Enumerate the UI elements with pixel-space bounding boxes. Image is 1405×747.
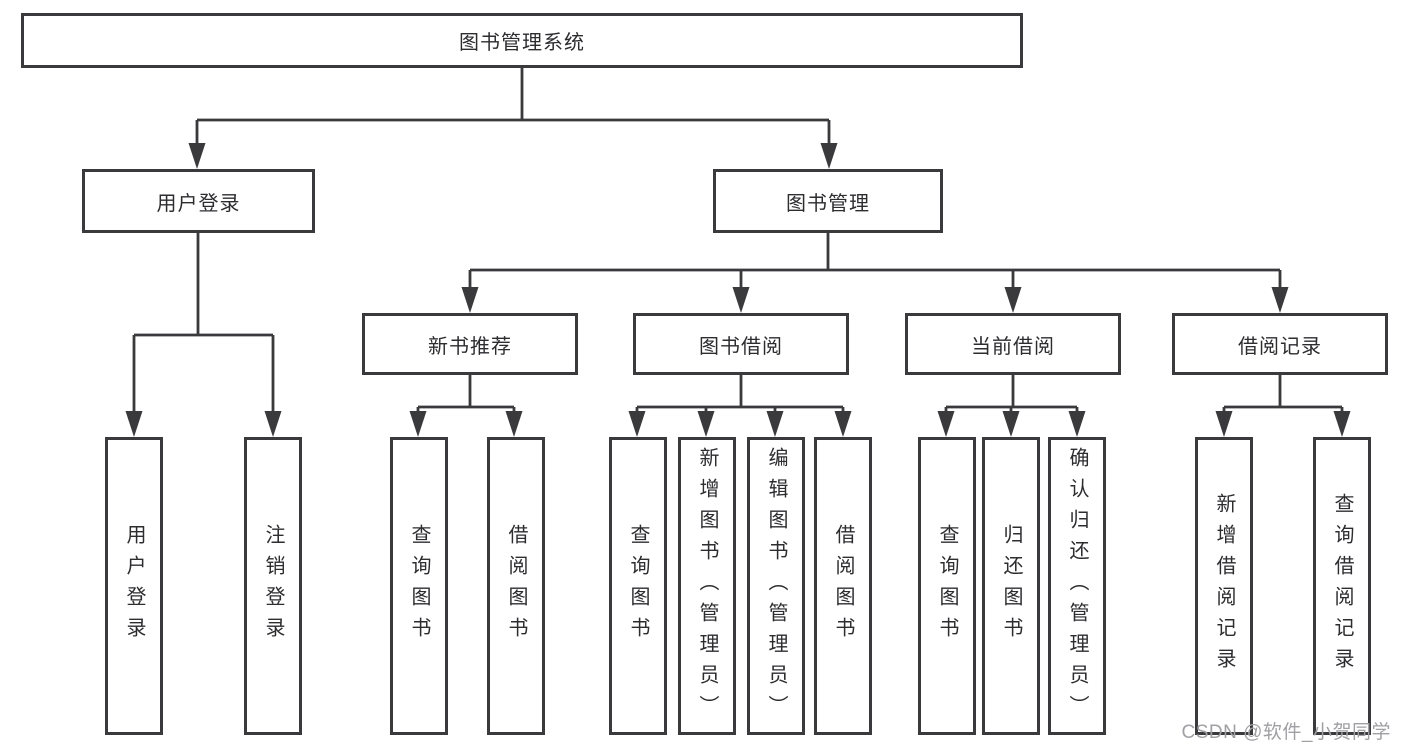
arrowhead bbox=[264, 411, 282, 437]
arrowhead bbox=[409, 411, 427, 437]
node-library-system: 图书管理系统 bbox=[21, 13, 1023, 68]
node-label: 用户登录 bbox=[156, 192, 241, 215]
connector-new-book-rec-children bbox=[409, 375, 523, 437]
node-label: 新增图书（管理员） bbox=[696, 446, 718, 726]
arrowhead bbox=[1068, 411, 1086, 437]
leaf-edit-books-admin: 编辑图书（管理员） bbox=[747, 437, 805, 735]
node-label: 借阅图书 bbox=[505, 524, 527, 648]
node-label: 查询图书 bbox=[627, 524, 649, 648]
leaf-query-books-current: 查询图书 bbox=[918, 437, 976, 735]
arrowhead bbox=[505, 411, 523, 437]
node-label: 借阅图书 bbox=[832, 524, 854, 648]
leaf-query-books-borrow: 查询图书 bbox=[609, 437, 667, 735]
arrowhead bbox=[834, 411, 852, 437]
node-label: 新书推荐 bbox=[428, 335, 512, 358]
node-label: 图书管理 bbox=[786, 192, 870, 215]
leaf-return-books: 归还图书 bbox=[982, 437, 1040, 735]
connector-current-borrow-children bbox=[937, 375, 1086, 437]
node-label: 查询借阅记录 bbox=[1331, 493, 1353, 679]
node-label: 新增借阅记录 bbox=[1213, 493, 1235, 679]
arrowhead bbox=[1271, 287, 1289, 313]
arrowhead bbox=[820, 143, 838, 169]
node-label: 图书管理系统 bbox=[459, 32, 585, 54]
arrowhead bbox=[628, 411, 646, 437]
leaf-logout: 注销登录 bbox=[244, 437, 302, 735]
arrowhead bbox=[125, 411, 143, 437]
leaf-query-borrow-record: 查询借阅记录 bbox=[1313, 437, 1371, 735]
arrowhead bbox=[732, 287, 750, 313]
node-label: 用户登录 bbox=[123, 524, 145, 648]
arrowhead bbox=[697, 411, 715, 437]
arrowhead bbox=[188, 143, 206, 169]
node-label: 注销登录 bbox=[262, 524, 284, 648]
node-label: 查询图书 bbox=[936, 524, 958, 648]
node-current-borrow: 当前借阅 bbox=[905, 313, 1121, 375]
leaf-confirm-return-admin: 确认归还（管理员） bbox=[1048, 437, 1106, 735]
node-label: 编辑图书（管理员） bbox=[765, 446, 787, 726]
node-label: 图书借阅 bbox=[699, 335, 783, 358]
connector-root-to-level2 bbox=[188, 68, 838, 169]
node-user-login: 用户登录 bbox=[82, 169, 315, 233]
node-label: 归还图书 bbox=[1000, 524, 1022, 648]
node-label: 当前借阅 bbox=[971, 335, 1055, 358]
node-book-borrow: 图书借阅 bbox=[633, 313, 849, 375]
leaf-add-borrow-record: 新增借阅记录 bbox=[1195, 437, 1253, 735]
arrowhead bbox=[766, 411, 784, 437]
node-new-book-recommend: 新书推荐 bbox=[362, 313, 578, 375]
node-label: 借阅记录 bbox=[1238, 335, 1322, 358]
leaf-user-login: 用户登录 bbox=[105, 437, 163, 735]
arrowhead bbox=[1215, 411, 1233, 437]
arrowhead bbox=[461, 287, 479, 313]
csdn-watermark: CSDN @软件_小贺同学 bbox=[1181, 722, 1391, 743]
connector-borrow-records-children bbox=[1215, 375, 1351, 437]
arrowhead bbox=[1004, 287, 1022, 313]
arrowhead bbox=[937, 411, 955, 437]
leaf-borrow-books-recommend: 借阅图书 bbox=[487, 437, 545, 735]
arrowhead bbox=[1002, 411, 1020, 437]
node-label: 查询图书 bbox=[408, 524, 430, 648]
connector-user-login-children bbox=[125, 233, 282, 437]
node-book-management: 图书管理 bbox=[713, 169, 943, 233]
node-label: 确认归还（管理员） bbox=[1066, 446, 1088, 726]
leaf-borrow-books: 借阅图书 bbox=[814, 437, 872, 735]
leaf-add-books-admin: 新增图书（管理员） bbox=[678, 437, 736, 735]
leaf-query-books-recommend: 查询图书 bbox=[390, 437, 448, 735]
arrowhead bbox=[1333, 411, 1351, 437]
connector-book-mgmt-children bbox=[461, 233, 1289, 313]
connector-book-borrow-children bbox=[628, 375, 852, 437]
node-borrow-records: 借阅记录 bbox=[1172, 313, 1388, 375]
